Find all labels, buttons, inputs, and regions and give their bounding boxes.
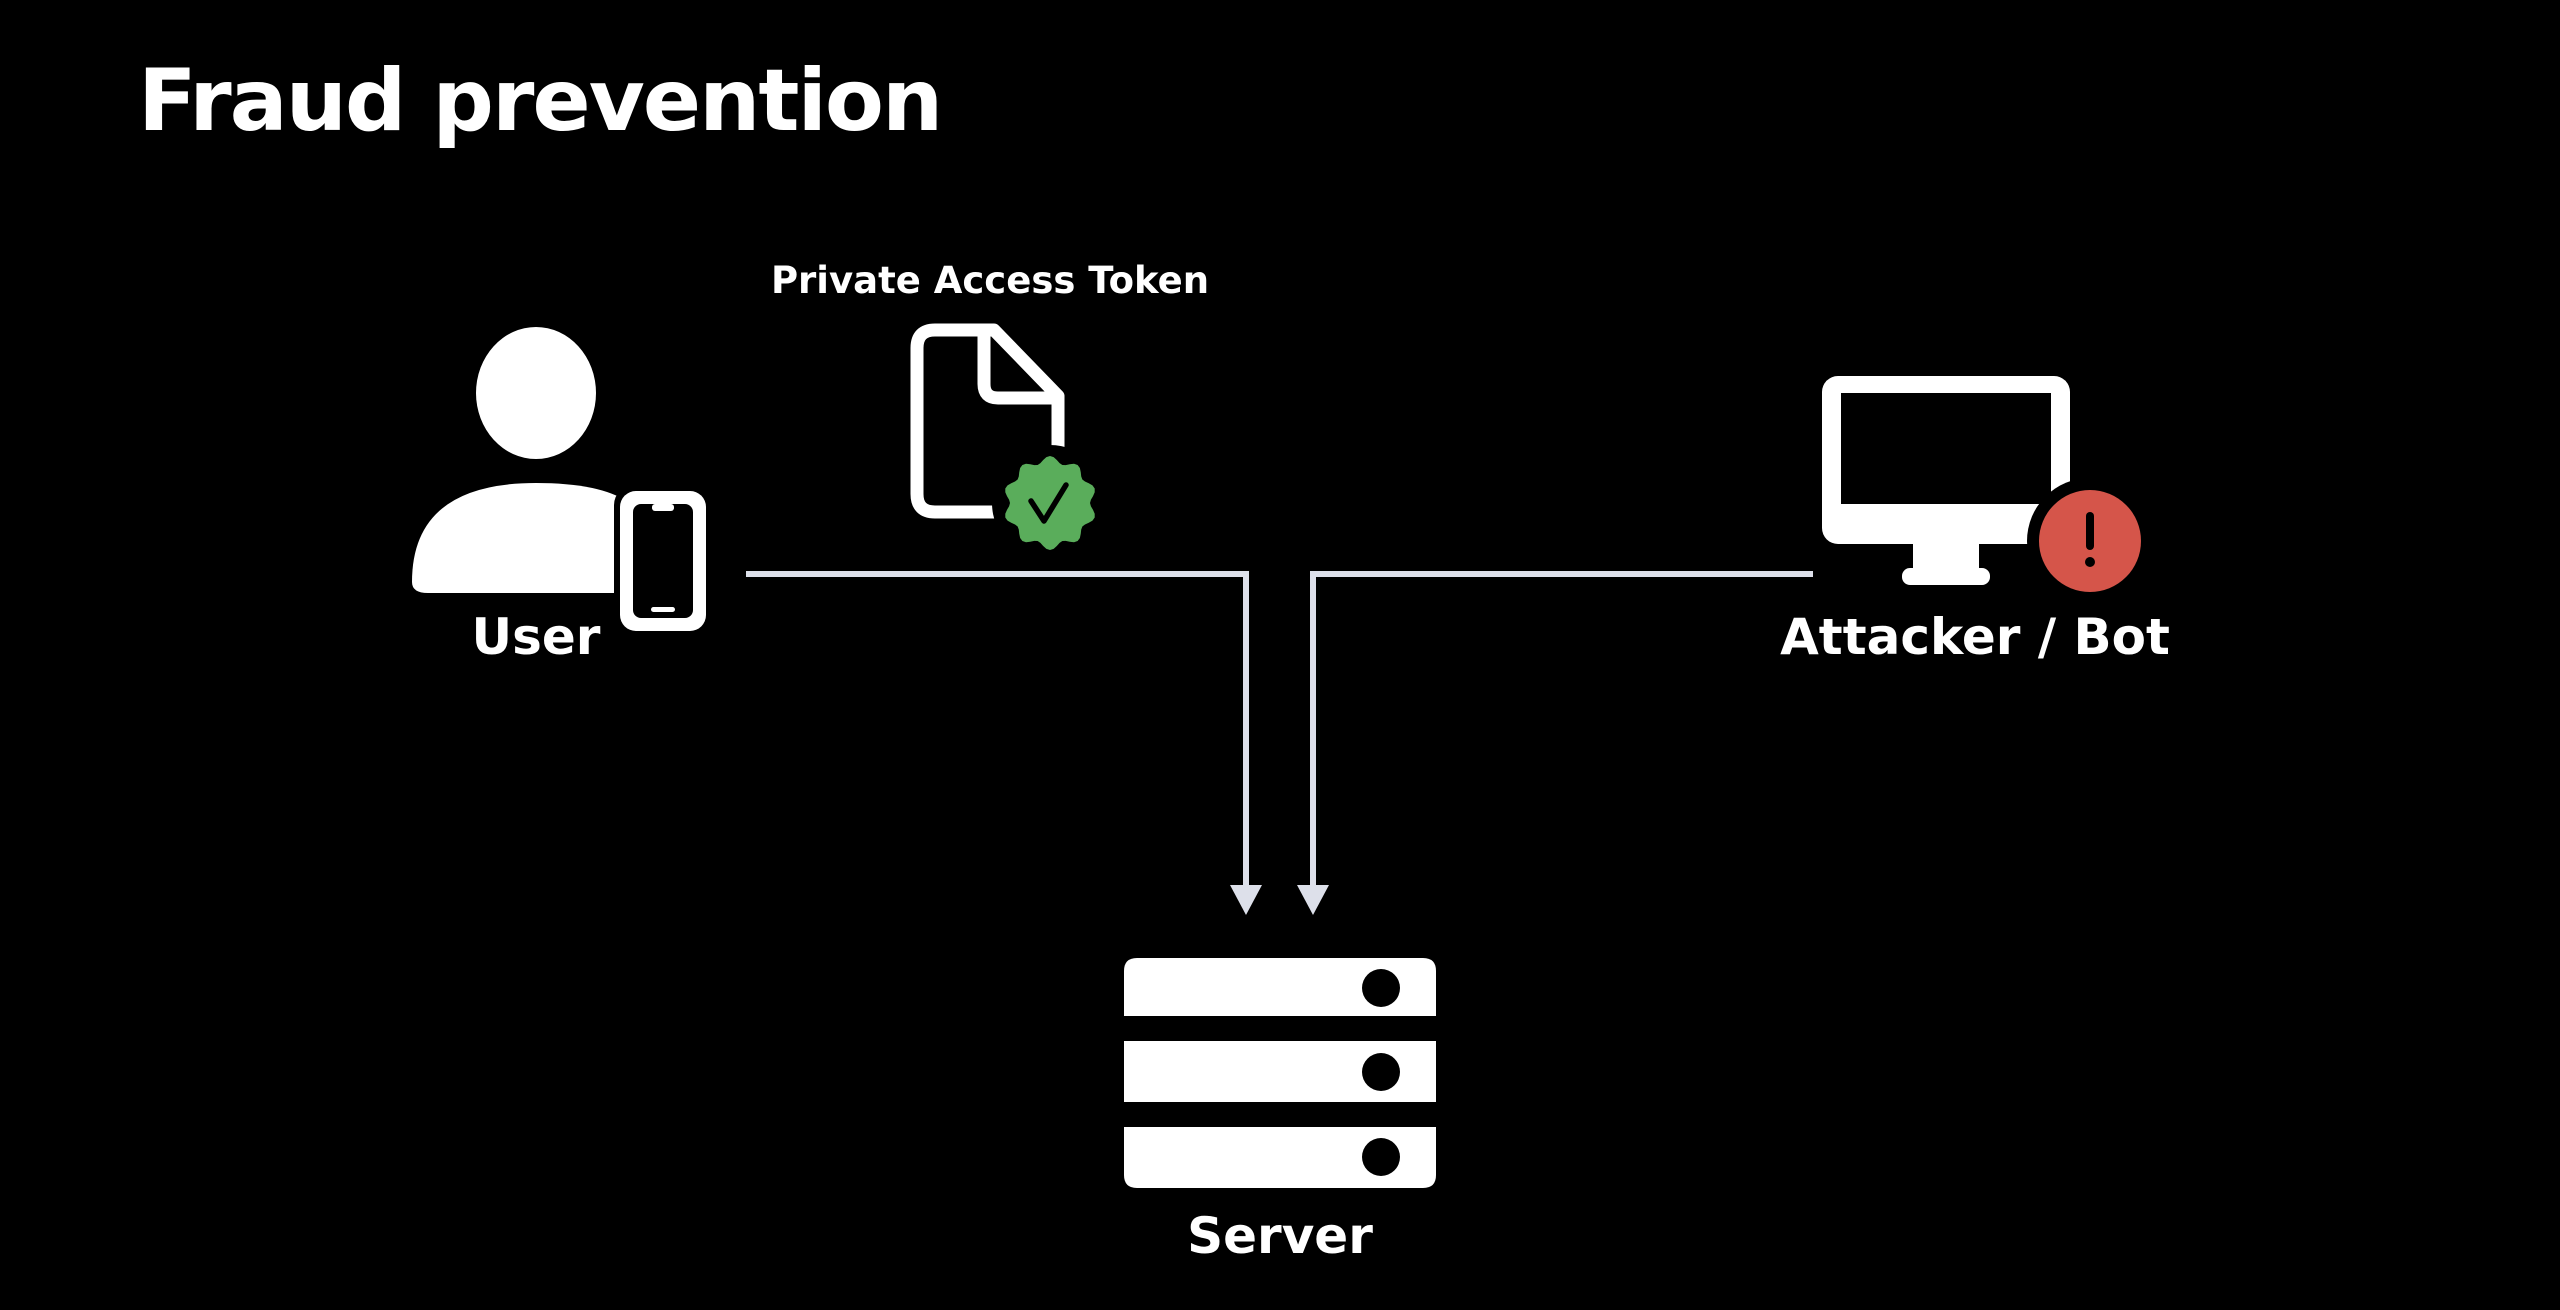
- server-label: Server: [1187, 1207, 1373, 1265]
- desktop-monitor-icon: [1822, 376, 2070, 585]
- checkmark-seal-icon: [992, 445, 1108, 561]
- slide-title: Fraud prevention: [138, 51, 943, 151]
- connector-user-to-server: [746, 571, 1262, 915]
- server-rack-icon: [1124, 958, 1436, 1188]
- attacker-label: Attacker / Bot: [1780, 608, 2170, 666]
- smartphone-icon: [614, 485, 712, 637]
- connector-attacker-to-server: [1297, 571, 1813, 915]
- token-label: Private Access Token: [770, 259, 1210, 302]
- user-label: User: [471, 608, 601, 666]
- exclamation-circle-icon: [2027, 478, 2153, 604]
- user-icon: [412, 327, 628, 593]
